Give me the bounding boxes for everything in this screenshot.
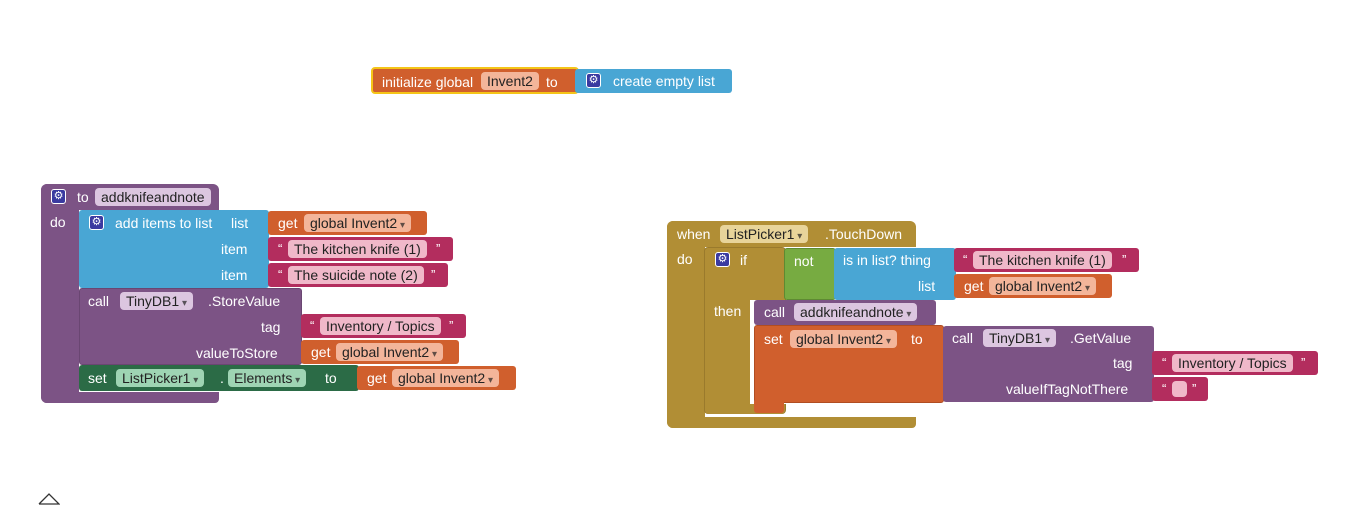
gear-icon[interactable]: ⚙: [89, 215, 104, 230]
getvalue-method-label: .GetValue: [1070, 330, 1132, 346]
close-quote: ”: [436, 241, 441, 256]
store-tag-label: tag: [261, 319, 281, 335]
text-field-empty[interactable]: [1172, 381, 1187, 397]
add-items-item1-label: item: [221, 241, 248, 257]
text-field-tag[interactable]: Inventory / Topics: [320, 317, 441, 335]
open-quote: “: [1162, 381, 1167, 396]
store-value-label: valueToStore: [196, 345, 278, 361]
text-block-item2[interactable]: “ The suicide note (2) ”: [268, 263, 448, 287]
close-quote: ”: [431, 267, 436, 282]
open-quote: “: [963, 252, 968, 267]
add-items-item2-label: item: [221, 267, 248, 283]
close-quote: ”: [1192, 381, 1197, 396]
getvalue-call-label: call: [952, 330, 974, 346]
procedure-left-rail: [41, 184, 79, 403]
text-field-thing[interactable]: The kitchen knife (1): [973, 251, 1112, 269]
get-label: get: [367, 370, 387, 386]
getvalue-not-there-label: valueIfTagNotThere: [1006, 381, 1129, 397]
init-var-name-field[interactable]: Invent2: [481, 72, 539, 90]
text-field-item1[interactable]: The kitchen knife (1): [288, 240, 427, 258]
open-quote: “: [1162, 355, 1167, 370]
add-items-to-list-block[interactable]: ⚙ add items to list list item item: [79, 210, 269, 288]
open-quote: “: [310, 318, 315, 333]
set-dot-label: .: [220, 370, 224, 386]
create-empty-list-label: create empty list: [613, 73, 715, 89]
store-method-label: .StoreValue: [208, 293, 281, 309]
event-when-label: when: [677, 226, 711, 242]
text-field-tag[interactable]: Inventory / Topics: [1172, 354, 1293, 372]
event-do-label: do: [677, 251, 693, 267]
procedure-name-field[interactable]: addknifeandnote: [95, 188, 211, 206]
text-block-item1[interactable]: “ The kitchen knife (1) ”: [268, 237, 453, 261]
set-to-label: to: [325, 370, 337, 386]
not-label: not: [794, 253, 814, 269]
get-label: get: [311, 344, 331, 360]
initialize-global-block[interactable]: initialize global Invent2 to: [371, 67, 579, 94]
get-global-block[interactable]: get global Invent2: [268, 211, 427, 235]
text-block-tag[interactable]: “ Inventory / Topics ”: [1152, 351, 1318, 375]
text-field-item2[interactable]: The suicide note (2): [288, 266, 424, 284]
get-global-block[interactable]: get global Invent2: [954, 274, 1112, 298]
get-var-dropdown[interactable]: global Invent2: [336, 343, 443, 361]
if-slot-mask: [705, 404, 785, 414]
get-label: get: [278, 215, 298, 231]
gear-icon[interactable]: ⚙: [51, 189, 66, 204]
event-name-label: .TouchDown: [825, 226, 903, 242]
set-to-label: to: [911, 331, 923, 347]
is-in-list-block[interactable]: is in list? thing list: [834, 248, 956, 300]
getvalue-component-dropdown[interactable]: TinyDB1: [983, 329, 1056, 347]
text-block-thing[interactable]: “ The kitchen knife (1) ”: [954, 248, 1139, 272]
text-block-empty[interactable]: “ ”: [1152, 377, 1208, 401]
gear-icon[interactable]: ⚙: [586, 73, 601, 88]
call-procedure-block[interactable]: call addknifeandnote: [754, 300, 936, 325]
procedure-do-label: do: [50, 214, 66, 230]
add-items-label: add items to list: [115, 215, 213, 231]
is-in-list-label: is in list? thing: [843, 252, 931, 268]
call-label: call: [764, 304, 786, 320]
set-label: set: [764, 331, 783, 347]
set-global-block[interactable]: set global Invent2 to: [754, 325, 944, 403]
procedure-footer: [41, 392, 219, 403]
getvalue-tag-label: tag: [1113, 355, 1133, 371]
is-in-list-list-label: list: [918, 278, 936, 294]
set-property-dropdown[interactable]: Elements: [228, 369, 307, 387]
not-block[interactable]: not: [784, 248, 836, 300]
tinydb-storevalue-block[interactable]: call TinyDB1 .StoreValue tag valueToStor…: [79, 288, 302, 365]
call-procedure-dropdown[interactable]: addknifeandnote: [794, 303, 918, 321]
init-label: initialize global: [382, 74, 474, 90]
if-label: if: [740, 252, 747, 268]
get-global-block[interactable]: get global Invent2: [357, 366, 516, 390]
close-quote: ”: [449, 318, 454, 333]
close-quote: ”: [1301, 355, 1306, 370]
get-label: get: [964, 278, 984, 294]
store-component-dropdown[interactable]: TinyDB1: [120, 292, 193, 310]
get-var-dropdown[interactable]: global Invent2: [304, 214, 411, 232]
collapse-arrow-icon[interactable]: [38, 492, 60, 506]
set-var-dropdown[interactable]: global Invent2: [790, 330, 897, 348]
event-footer: [667, 417, 916, 428]
store-call-label: call: [88, 293, 110, 309]
text-block-tag[interactable]: “ Inventory / Topics ”: [301, 314, 466, 338]
then-label: then: [714, 303, 742, 319]
tinydb-getvalue-block[interactable]: call TinyDB1 .GetValue tag valueIfTagNot…: [943, 326, 1154, 402]
set-listpicker-elements-block[interactable]: set ListPicker1 . Elements to: [79, 365, 359, 391]
get-var-dropdown[interactable]: global Invent2: [392, 369, 499, 387]
set-component-dropdown[interactable]: ListPicker1: [116, 369, 205, 387]
set-label: set: [88, 370, 107, 386]
get-var-dropdown[interactable]: global Invent2: [989, 277, 1096, 295]
get-global-block[interactable]: get global Invent2: [301, 340, 459, 364]
set-block-tail: [754, 401, 784, 413]
add-items-list-label: list: [231, 215, 249, 231]
open-quote: “: [278, 267, 283, 282]
gear-icon[interactable]: ⚙: [715, 252, 730, 267]
close-quote: ”: [1122, 252, 1127, 267]
open-quote: “: [278, 241, 283, 256]
create-empty-list-block[interactable]: ⚙ create empty list: [575, 69, 732, 93]
init-to-label: to: [546, 74, 558, 90]
event-component-dropdown[interactable]: ListPicker1: [720, 225, 809, 243]
procedure-to-label: to: [77, 189, 89, 205]
event-left-rail: [667, 221, 705, 428]
